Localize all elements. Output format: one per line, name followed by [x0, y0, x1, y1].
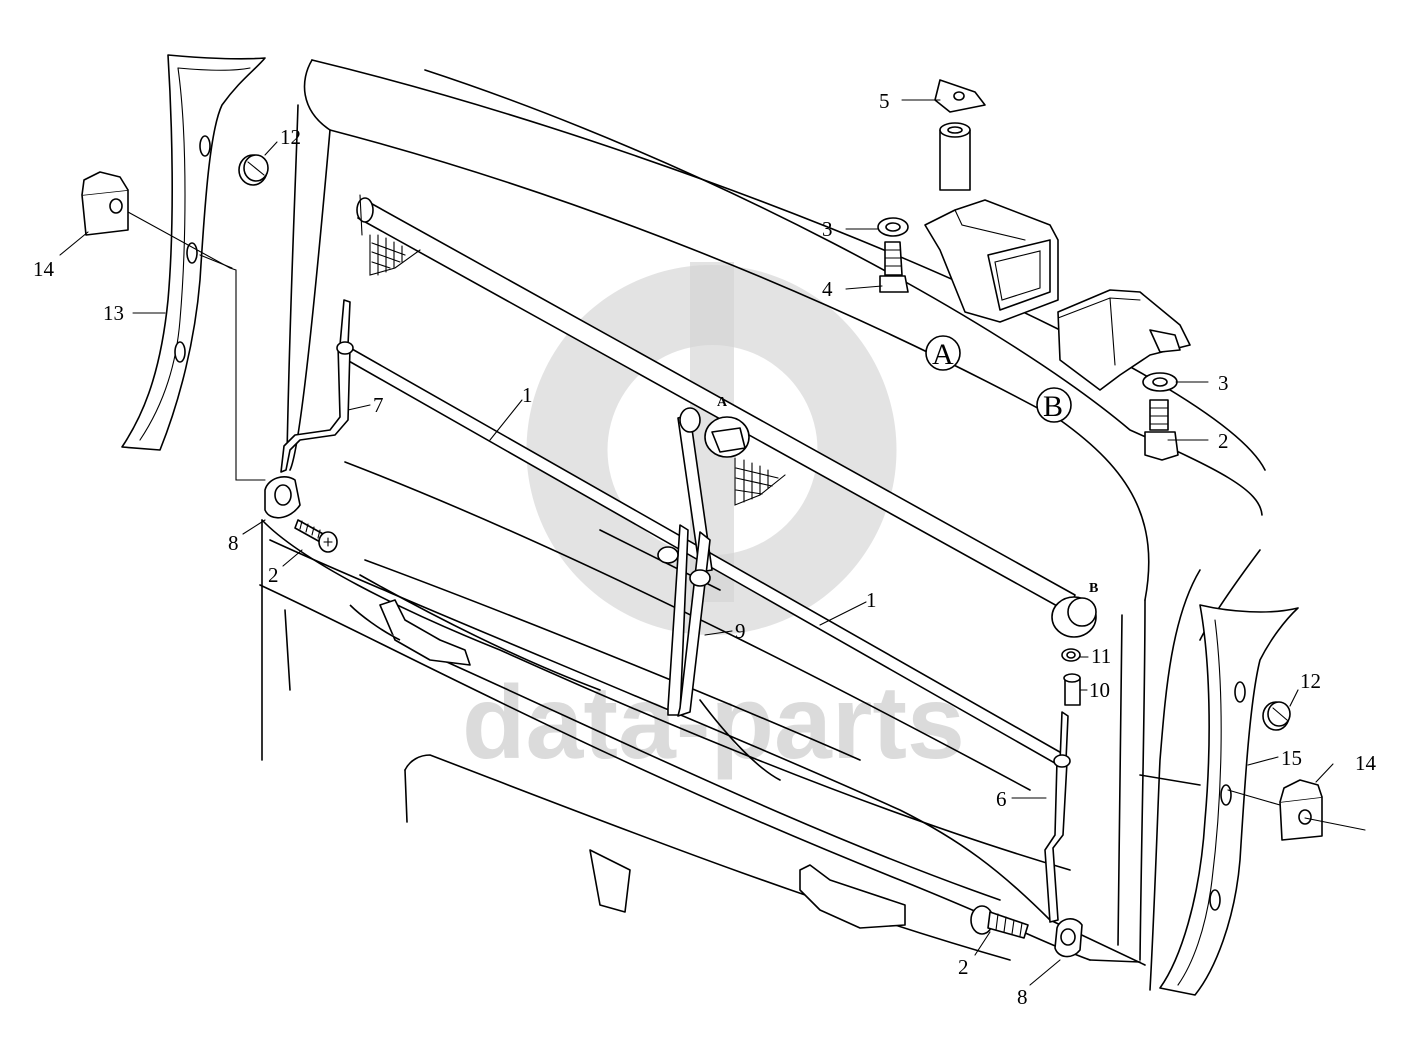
watermark-text: data-parts	[462, 665, 965, 781]
bracket-a	[704, 416, 750, 458]
rod-upper	[356, 194, 1097, 638]
detail-letters: A B A B	[717, 335, 1098, 596]
left-pillar-trim	[121, 54, 266, 451]
detail-a-circle	[925, 335, 961, 371]
screw-left	[294, 519, 338, 553]
detail-a-letter: A	[932, 338, 954, 371]
callout-12-left: 12	[280, 125, 301, 149]
callout-4: 4	[822, 277, 833, 301]
callout-15: 15	[1281, 746, 1302, 770]
knob-right	[1262, 701, 1291, 731]
callouts: 5 3 4 3 2 12 14 13 7 1 8 2 9 1 11 10 12 …	[33, 89, 1377, 1009]
pivot-right	[1054, 918, 1083, 958]
callout-11: 11	[1091, 644, 1111, 668]
callout-8-right: 8	[1017, 985, 1028, 1009]
callout-9: 9	[735, 619, 746, 643]
detail-b	[1057, 289, 1191, 461]
screw-right	[970, 905, 1029, 939]
callout-3-b: 3	[1218, 371, 1229, 395]
arm-left	[280, 299, 354, 473]
spacer-sleeve	[1063, 673, 1081, 706]
pivot-left	[264, 476, 301, 519]
cab-body-outline	[259, 59, 1266, 991]
net-patch-left	[369, 234, 421, 276]
callout-14-left: 14	[33, 257, 55, 281]
leader-lines	[59, 99, 1366, 986]
callout-3-a: 3	[822, 217, 833, 241]
callout-2-b: 2	[1218, 429, 1229, 453]
callout-10: 10	[1089, 678, 1110, 702]
arm-right	[1044, 711, 1071, 923]
callout-7: 7	[373, 393, 384, 417]
detail-a	[877, 79, 1059, 323]
callout-6: 6	[996, 787, 1007, 811]
marker-b: B	[1089, 581, 1098, 596]
clip-right	[1279, 779, 1323, 841]
callout-13: 13	[103, 301, 124, 325]
callout-1-left: 1	[522, 383, 533, 407]
callout-8-left: 8	[228, 531, 239, 555]
knob-left	[238, 154, 269, 186]
clip-left	[81, 171, 129, 236]
right-pillar-trim	[1159, 604, 1299, 996]
callout-12-right: 12	[1300, 669, 1321, 693]
callout-2-left: 2	[268, 563, 279, 587]
callout-14-right: 14	[1355, 751, 1377, 775]
marker-a: A	[717, 395, 728, 410]
callout-1-right: 1	[866, 588, 877, 612]
net-patch-center	[734, 457, 786, 506]
detail-b-letter: B	[1043, 390, 1063, 423]
arm-center	[657, 524, 711, 717]
lock-washer	[1061, 648, 1081, 662]
callout-5: 5	[879, 89, 890, 113]
detail-b-circle	[1036, 387, 1072, 423]
callout-2-right: 2	[958, 955, 969, 979]
